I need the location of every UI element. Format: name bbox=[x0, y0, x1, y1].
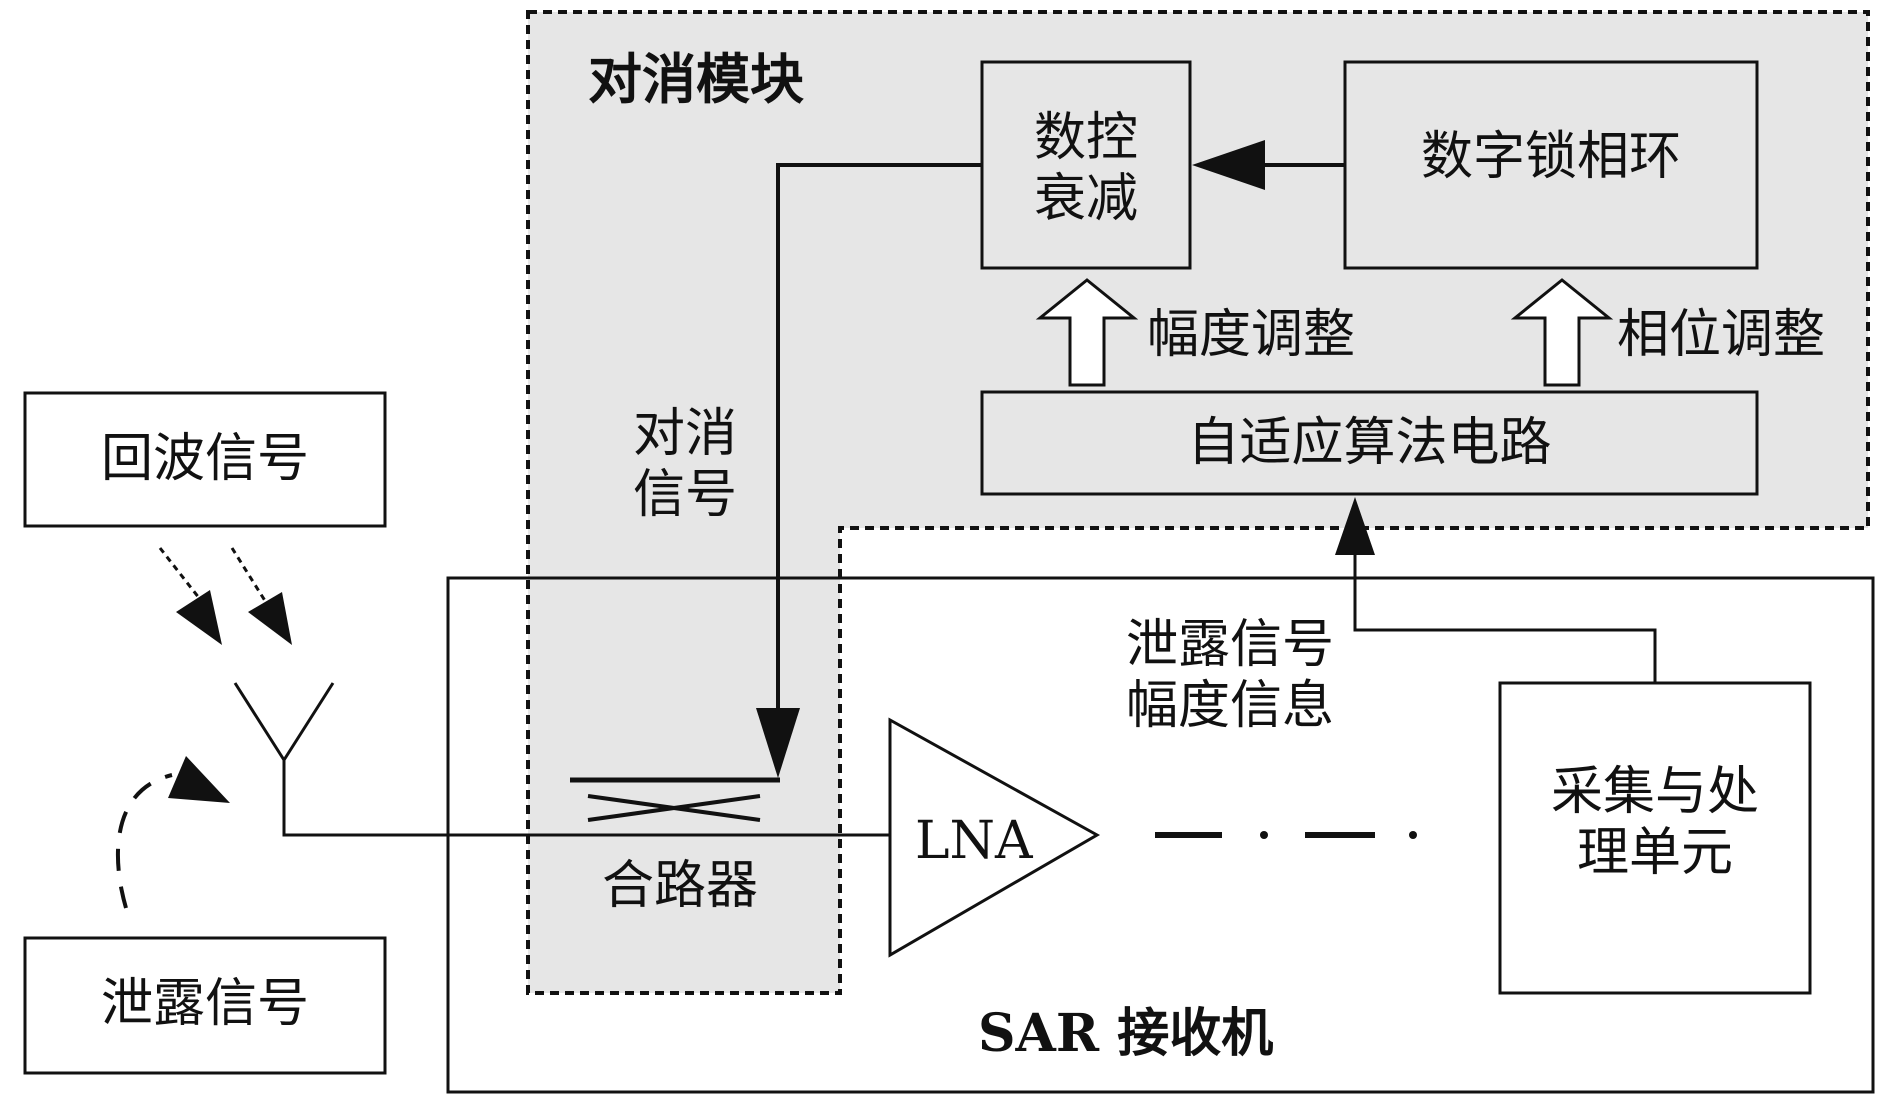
lna-triangle bbox=[888, 717, 1101, 958]
cancel-signal-line-1: 对消 bbox=[632, 404, 737, 464]
cancel-signal-line-2: 信号 bbox=[632, 465, 737, 526]
combiner-cross-b bbox=[587, 794, 761, 822]
cancel-signal-label: 对消 信号 bbox=[610, 404, 760, 527]
echo-arrow-2 bbox=[230, 547, 274, 613]
leak-arrow-curve bbox=[115, 773, 173, 909]
pll-to-attenuator-arrowhead bbox=[1192, 140, 1265, 190]
cancel-signal-arrowhead bbox=[756, 708, 800, 778]
digital-attenuator-line-1: 数控 bbox=[1033, 108, 1138, 168]
digital-attenuator-line-2: 衰减 bbox=[1033, 169, 1138, 230]
receiver-label: SAR 接收机 bbox=[978, 1003, 1274, 1064]
leak-signal-box bbox=[23, 936, 387, 1075]
antenna-icon bbox=[233, 682, 335, 763]
module-title: 对消模块 bbox=[588, 47, 804, 111]
leak-info-label: 泄露信号 幅度信息 bbox=[1100, 615, 1360, 738]
acquisition-unit-line-2: 理单元 bbox=[1576, 823, 1733, 884]
amplitude-adjust-arrow bbox=[1035, 278, 1139, 387]
digital-pll-box bbox=[1343, 60, 1759, 270]
cancel-signal-path bbox=[776, 163, 982, 710]
leak-info-line-1: 泄露信号 bbox=[1125, 615, 1334, 675]
lna-label: LNA bbox=[915, 811, 1033, 871]
antenna-to-lna-line bbox=[282, 760, 890, 837]
leak-signal-label: 泄露信号 bbox=[100, 974, 309, 1034]
digital-attenuator-label: 数控 衰减 bbox=[1000, 108, 1172, 231]
adaptive-circuit-box bbox=[980, 390, 1759, 496]
adaptive-circuit-label: 自适应算法电路 bbox=[1187, 413, 1552, 473]
echo-arrowhead-2 bbox=[248, 592, 292, 645]
signal-continuation-dot-2 bbox=[1409, 831, 1417, 839]
acquisition-unit-line-1: 采集与处 bbox=[1550, 762, 1759, 822]
phase-adjust-arrow bbox=[1510, 278, 1614, 387]
echo-arrowhead-1 bbox=[176, 590, 222, 645]
leak-info-feedback-path bbox=[1353, 555, 1657, 683]
combiner-label: 合路器 bbox=[601, 856, 758, 916]
digital-attenuator-box bbox=[980, 60, 1192, 270]
leak-info-line-2: 幅度信息 bbox=[1125, 676, 1334, 737]
phase-adjust-label: 相位调整 bbox=[1617, 305, 1826, 365]
echo-signal-label: 回波信号 bbox=[100, 429, 309, 489]
amplitude-adjust-label: 幅度调整 bbox=[1147, 305, 1356, 365]
echo-signal-box bbox=[23, 391, 387, 528]
leak-arrowhead bbox=[168, 756, 230, 803]
signal-continuation-dot-1 bbox=[1260, 831, 1268, 839]
leak-info-feedback-arrowhead bbox=[1335, 497, 1375, 555]
digital-pll-label: 数字锁相环 bbox=[1420, 127, 1681, 187]
acquisition-unit-label: 采集与处 理单元 bbox=[1500, 762, 1810, 885]
